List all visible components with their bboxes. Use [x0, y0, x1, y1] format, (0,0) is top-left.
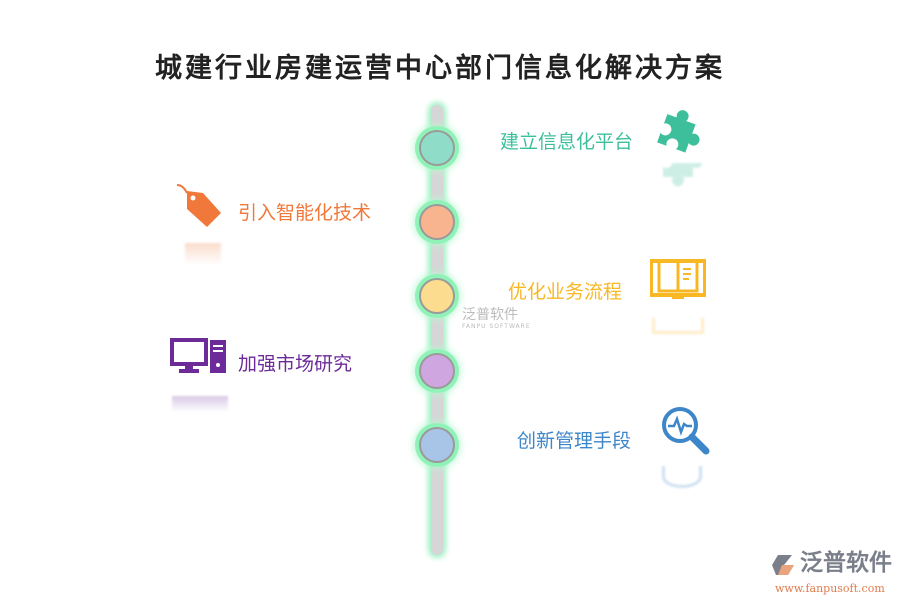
item-label-3: 优化业务流程 — [508, 281, 623, 303]
item-label-4: 加强市场研究 — [238, 353, 353, 375]
tag-reflection — [185, 243, 221, 265]
timeline-node-5 — [419, 427, 455, 463]
fanpu-logo-icon — [772, 555, 794, 575]
page-title: 城建行业房建运营中心部门信息化解决方案 — [155, 53, 725, 84]
timeline-bar — [431, 105, 443, 555]
logo-name: 泛普软件 — [800, 550, 892, 576]
book-reflection — [652, 318, 704, 334]
puzzle-reflection — [663, 163, 703, 187]
logo-url: www.fanpusoft.com — [775, 582, 885, 595]
book-icon — [650, 259, 706, 299]
item-label-5: 创新管理手段 — [517, 430, 632, 452]
item-label-1: 建立信息化平台 — [500, 131, 634, 153]
watermark-name: 泛普软件 — [462, 307, 518, 323]
magnifier-reflection — [662, 466, 702, 488]
puzzle-icon — [657, 110, 700, 153]
computer-reflection — [172, 396, 228, 412]
timeline-node-2 — [419, 204, 455, 240]
timeline-node-4 — [419, 353, 455, 389]
tag-icon — [176, 184, 221, 227]
watermark-sub: FANPU SOFTWARE — [462, 323, 531, 330]
timeline-node-3 — [419, 278, 455, 314]
item-label-2: 引入智能化技术 — [238, 202, 372, 224]
timeline-node-1 — [419, 130, 455, 166]
magnifier-chart-icon — [662, 407, 710, 455]
computer-icon — [170, 338, 226, 373]
